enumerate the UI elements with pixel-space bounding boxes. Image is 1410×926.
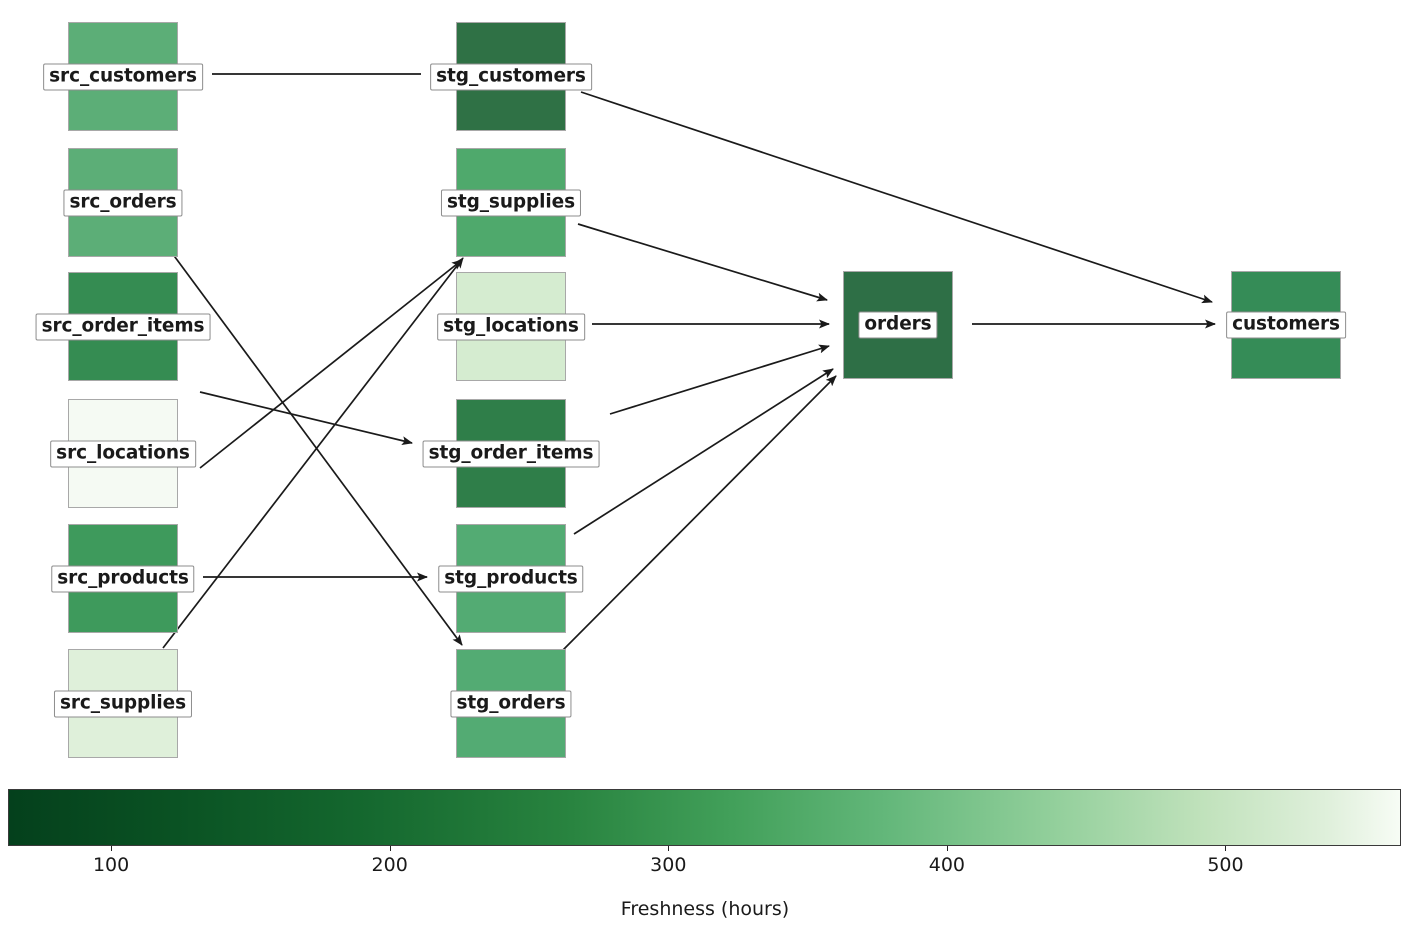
colorbar-tick-label-100: 100 [92,854,130,876]
node-label-src_customers: src_customers [43,63,203,90]
edge-src_locations-stg_locations [199,259,463,469]
colorbar-tick-200 [389,846,391,851]
edges-layer [162,73,1216,652]
node-label-src_orders: src_orders [63,189,183,216]
node-label-src_locations: src_locations [50,440,196,467]
node-label-stg_order_items: stg_order_items [422,440,600,467]
colorbar-ticks: 100 200 300 400 500 [8,846,1401,886]
colorbar-title: Freshness (hours) [620,898,790,920]
edge-src_order_items-stg_order_items [199,391,413,446]
node-label-stg_products: stg_products [438,565,584,592]
edge-stg_products-orders [573,368,834,535]
node-label-customers: customers [1226,311,1346,339]
node-label-orders: orders [858,311,938,339]
node-label-stg_customers: stg_customers [430,63,592,90]
edge-stg_order_items-orders [609,344,830,415]
colorbar-tick-label-200: 200 [371,854,408,876]
colorbar-tick-100 [111,846,113,851]
colorbar-tick-500 [1225,846,1227,851]
colorbar-tick-label-400: 400 [928,854,966,876]
colorbar-gradient [8,789,1401,846]
colorbar-tick-label-500: 500 [1207,854,1244,876]
node-label-stg_supplies: stg_supplies [440,189,582,216]
node-label-src_order_items: src_order_items [35,313,211,340]
edge-src_orders-stg_orders [171,252,463,646]
colorbar-tick-label-300: 300 [650,854,687,876]
edge-stg_supplies-orders [577,223,828,302]
colorbar-tick-300 [668,846,670,851]
edge-stg_orders-orders [561,375,837,652]
node-label-stg_locations: stg_locations [437,313,585,340]
node-label-stg_orders: stg_orders [450,690,572,717]
node-label-src_products: src_products [51,565,195,592]
colorbar-tick-400 [946,846,948,851]
colorbar: 100 200 300 400 500 Freshness (hours) [0,780,1410,926]
node-label-src_supplies: src_supplies [53,690,193,717]
